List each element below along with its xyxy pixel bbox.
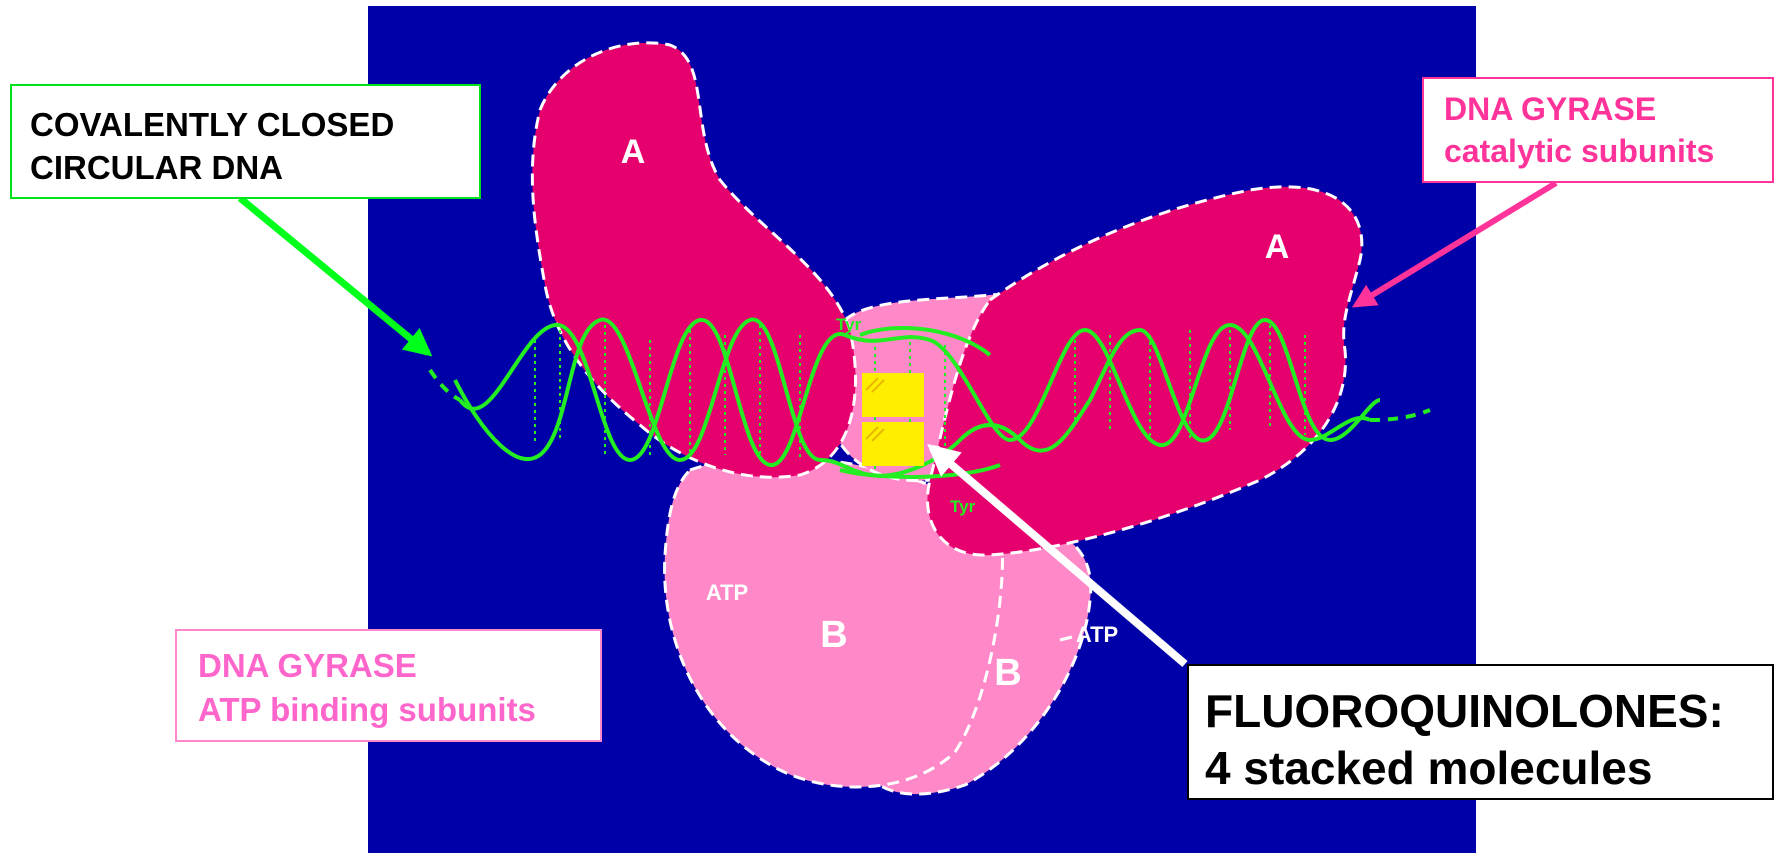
fluoroquinolone-callout-box: FLUOROQUINOLONES: 4 stacked molecules	[1187, 664, 1774, 800]
atp-binding-callout-line2: ATP binding subunits	[198, 688, 600, 732]
fluoroquinolone-callout-line2: 4 stacked molecules	[1205, 740, 1772, 797]
dna-callout-line2: CIRCULAR DNA	[30, 146, 479, 189]
fluoroquinolone-molecule	[862, 395, 924, 417]
subunit-label-a-right: A	[1265, 228, 1290, 266]
catalytic-callout-box: DNA GYRASE catalytic subunits	[1422, 77, 1774, 183]
subunit-label-b-front: B	[820, 614, 847, 656]
atp-binding-callout-box: DNA GYRASE ATP binding subunits	[175, 629, 602, 742]
catalytic-callout-line1: DNA GYRASE	[1444, 88, 1772, 130]
fluoroquinolone-callout-line1: FLUOROQUINOLONES:	[1205, 683, 1772, 740]
tyr-label-bottom: Tyr	[950, 497, 976, 516]
tyr-label-top: Tyr	[836, 315, 862, 334]
dna-callout-box: COVALENTLY CLOSED CIRCULAR DNA	[10, 84, 481, 199]
fluoroquinolone-molecule	[862, 444, 924, 466]
dna-callout-line1: COVALENTLY CLOSED	[30, 103, 479, 146]
atp-site-label-front: ATP	[706, 580, 748, 605]
subunit-label-a-left: A	[621, 133, 646, 171]
atp-site-label-back: ATP	[1076, 622, 1118, 647]
catalytic-callout-line2: catalytic subunits	[1444, 130, 1772, 172]
atp-binding-callout-line1: DNA GYRASE	[198, 644, 600, 688]
subunit-label-b-back: B	[994, 652, 1021, 694]
